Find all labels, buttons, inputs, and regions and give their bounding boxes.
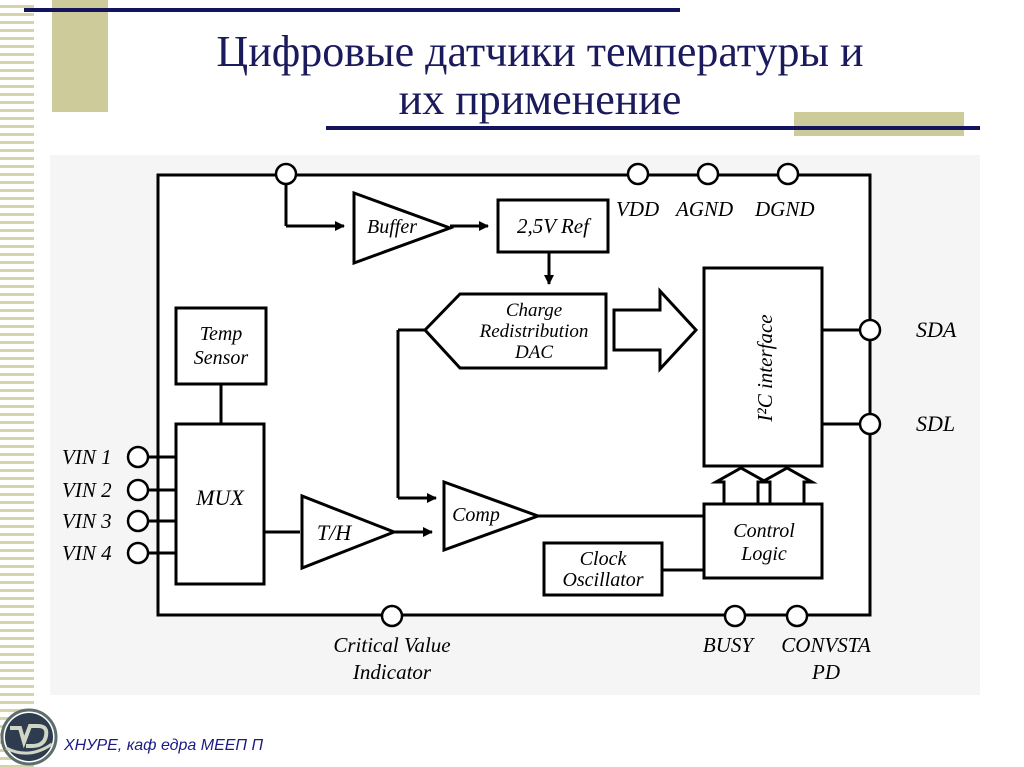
slide-title: Цифровые датчики температуры и их примен…: [120, 28, 960, 124]
pin-label-pd: PD: [811, 660, 840, 684]
pin-circle-critical: [380, 604, 404, 628]
dac-to-i2c-arrow: [612, 287, 699, 373]
pin-circle-ref-in: [274, 162, 298, 186]
pin-circle-sdl: [858, 412, 882, 436]
buffer-label: Buffer: [367, 216, 417, 238]
chip-outline: [156, 173, 872, 617]
university-logo: [0, 708, 58, 766]
accent-block-bottom: [794, 112, 964, 136]
th-block: [300, 493, 399, 571]
comp-label: Comp: [452, 504, 500, 526]
pin-label-vin1: VIN 1: [62, 445, 112, 469]
ref-label: 2,5V Ref: [517, 214, 592, 238]
control-label-line-2: Logic: [740, 543, 787, 565]
pin-circle-vin2: [126, 478, 150, 502]
pin-label-vdd: VDD: [616, 197, 659, 221]
control-logic-block: [702, 502, 824, 580]
dac-label-line-3: DAC: [514, 342, 553, 363]
pin-label-critical-line-1: Critical Value: [333, 633, 450, 657]
pin-label-convsta: CONVSTA: [781, 633, 871, 657]
pin-circle-vin4: [126, 541, 150, 565]
clock-oscillator-block: [542, 541, 664, 597]
pin-label-busy: BUSY: [703, 633, 755, 657]
footer-text: ХНУРЕ, каф едра МЕЕП П: [64, 737, 264, 754]
comp-block: [442, 479, 543, 553]
mux-block: [174, 422, 266, 586]
title-line-2: их применение: [398, 75, 682, 124]
control-label-line-1: Control: [733, 520, 795, 542]
accent-line-top: [24, 8, 680, 12]
pin-circle-convsta: [785, 604, 809, 628]
temp-sensor-label-line-2: Sensor: [194, 347, 249, 369]
pin-circle-dgnd: [776, 162, 800, 186]
pin-circle-agnd: [696, 162, 720, 186]
th-label: T/H: [317, 520, 352, 545]
pin-label-dgnd: DGND: [754, 197, 815, 221]
title-line-1: Цифровые датчики температуры и: [216, 27, 864, 76]
control-to-i2c-arrow: [710, 466, 772, 506]
pin-label-critical-line-2: Indicator: [352, 660, 432, 684]
mux-label: MUX: [195, 485, 245, 510]
pin-circle-vin3: [126, 509, 150, 533]
buffer-block: [352, 190, 455, 266]
pin-circle-vin1: [126, 445, 150, 469]
pin-label-sdl: SDL: [916, 411, 955, 436]
pin-circle-sda: [858, 318, 882, 342]
dac-label-line-1: Charge: [506, 300, 562, 321]
i2c-label: I²C interface: [753, 314, 777, 422]
temp-sensor-label-line-1: Temp: [200, 323, 243, 345]
pin-label-agnd: AGND: [674, 197, 733, 221]
ref-block: [496, 198, 610, 254]
dac-label-line-2: Redistribution: [479, 321, 589, 342]
dac-block: [422, 292, 608, 370]
control-to-i2c-arrow: [756, 466, 818, 506]
accent-line-bottom: [326, 126, 980, 130]
clock-label-line-1: Clock: [580, 548, 628, 570]
accent-block-top: [52, 0, 108, 112]
pin-circle-busy: [723, 604, 747, 628]
pin-label-vin2: VIN 2: [62, 478, 112, 502]
pin-label-vin4: VIN 4: [62, 541, 112, 565]
pin-circle-vdd: [626, 162, 650, 186]
decorative-stripe: [0, 0, 34, 767]
pin-label-vin3: VIN 3: [62, 509, 112, 533]
pin-label-sda: SDA: [916, 317, 957, 342]
clock-label-line-2: Oscillator: [562, 569, 643, 591]
i2c-block: [702, 266, 824, 468]
